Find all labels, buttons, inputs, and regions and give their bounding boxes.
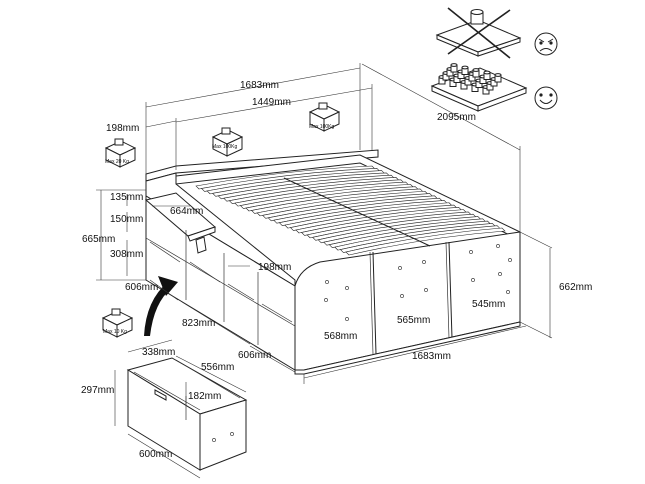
dim-front-panel-2: 565mm xyxy=(397,315,430,326)
weight-label: Max 100Kg xyxy=(212,144,238,150)
load-peg xyxy=(472,68,480,78)
dim-total-width-top: 1683mm xyxy=(240,80,279,91)
dim-total-height-right: 662mm xyxy=(559,282,592,293)
load-peg xyxy=(461,65,469,75)
slat xyxy=(345,227,506,256)
dim-desk-depth: 606mm xyxy=(125,282,158,293)
dim-front-depth: 606mm xyxy=(238,350,271,361)
dim-top-shelf-height: 135mm xyxy=(110,192,143,203)
load-peg xyxy=(450,63,458,73)
weight-label: Max 20 Kg xyxy=(105,159,129,165)
dim-drawer-depth: 556mm xyxy=(201,362,234,373)
dim-open-width: 823mm xyxy=(182,318,215,329)
dim-front-panel-1: 568mm xyxy=(324,331,357,342)
storage-drawer xyxy=(126,357,248,471)
insert-arrow xyxy=(144,282,172,336)
dim-total-width-bottom: 1683mm xyxy=(412,351,451,362)
dim-inner-width-top: 1449mm xyxy=(252,97,291,108)
dim-desk-width: 664mm xyxy=(170,206,203,217)
weight-label: Max 100Kg xyxy=(309,124,335,130)
dim-front-panel-3: 545mm xyxy=(472,299,505,310)
bed-slats xyxy=(195,165,506,256)
weight-cube-slats-right: Max 100Kg xyxy=(308,102,341,132)
load-peg xyxy=(483,70,491,80)
dim-drawer-height: 297mm xyxy=(81,385,114,396)
weight-label: Max 10 Kg xyxy=(103,329,127,335)
dim-total-height-left: 665mm xyxy=(82,234,115,245)
dim-mid-height: 150mm xyxy=(110,214,143,225)
dim-lower-height: 308mm xyxy=(110,249,143,260)
insert-arrow-head xyxy=(158,276,178,296)
dim-drawer-inner-height: 182mm xyxy=(188,391,221,402)
right-load-illustration xyxy=(430,63,528,112)
dimension-lines xyxy=(96,63,553,479)
wrong-load-illustration xyxy=(435,7,522,59)
dim-drawer-width: 600mm xyxy=(139,449,172,460)
dim-inner-shelf: 198mm xyxy=(258,262,291,273)
load-peg xyxy=(494,73,502,83)
dimension-labels: 1683mm 1449mm 2095mm 198mm 135mm 150mm 6… xyxy=(81,80,592,460)
weight-cube-drawer: Max 10 Kg xyxy=(101,308,134,338)
dim-shelf-depth: 198mm xyxy=(106,123,139,134)
weight-cube-slats-left: Max 100Kg xyxy=(211,127,244,157)
weight-cube-desk: Max 20 Kg xyxy=(104,138,137,168)
center-rail xyxy=(283,177,431,247)
dim-drawer-inner: 338mm xyxy=(142,347,175,358)
dim-length: 2095mm xyxy=(437,112,476,123)
fixing-holes xyxy=(324,244,512,321)
happy-face-icon xyxy=(534,86,558,110)
bed-frame xyxy=(144,149,521,375)
angry-face-icon xyxy=(534,32,558,56)
